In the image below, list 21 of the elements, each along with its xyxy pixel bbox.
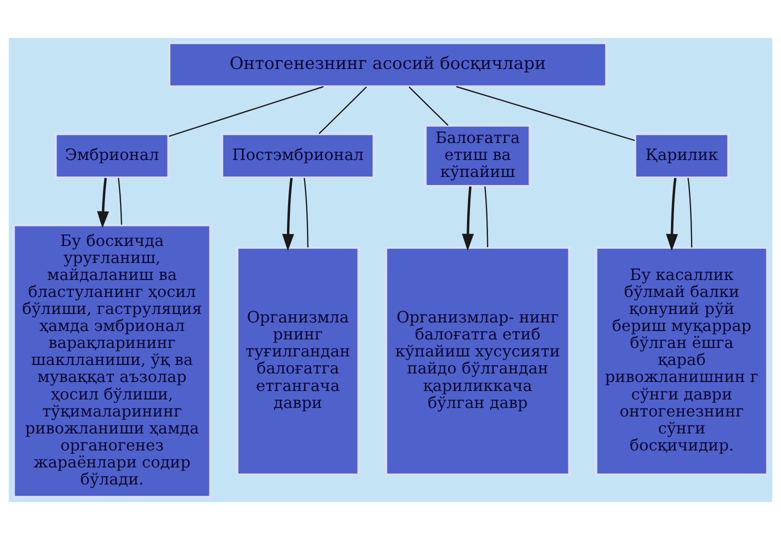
node-box: Бу касаллик бўлмай балки қонуний рўй бериш муқаррар бўлган ёшга қараб ривожланишнин г сўнги даври онтогенезнинг сўнги босқичидир. xyxy=(594,246,769,476)
connector xyxy=(484,186,488,248)
connector xyxy=(318,86,367,134)
connector xyxy=(304,178,308,248)
node-box: Организмлар- нинг балоғатга етиб кўпайиш хусусияти пайдо бўлгандан қариликкача бўлган давр xyxy=(384,246,571,476)
node-box: Эмбрионал xyxy=(54,132,170,179)
node-box: Бу боскичда уруғланиш, майдаланиш ва бластуланинг ҳосил бўлиши, гаструляция ҳамда эмбрионал варақларининг шаклланиши, ўқ ва муваққат аъзолар ҳосил бўлиши, тўқималарининг ривожланиши ҳамда органогенез жараёнлари содир бўлади. xyxy=(12,224,212,498)
node-box: Қарилик xyxy=(634,132,730,179)
arrow xyxy=(462,186,474,251)
node-box: Балоғатга етиш ва кўпайиш xyxy=(424,124,532,188)
connector xyxy=(118,178,122,225)
connector xyxy=(408,86,448,126)
arrow xyxy=(97,178,109,228)
connector xyxy=(456,86,635,141)
connector xyxy=(168,86,324,137)
node-box: Постэмбрионал xyxy=(220,132,376,179)
connector xyxy=(688,178,692,248)
node-box: Онтогенезнинг асосий босқичлари xyxy=(168,42,608,88)
arrow xyxy=(282,178,294,252)
arrow xyxy=(666,178,678,252)
node-box: Организмла рнинг туғилгандан балоғатга етгангача даври xyxy=(236,246,360,476)
